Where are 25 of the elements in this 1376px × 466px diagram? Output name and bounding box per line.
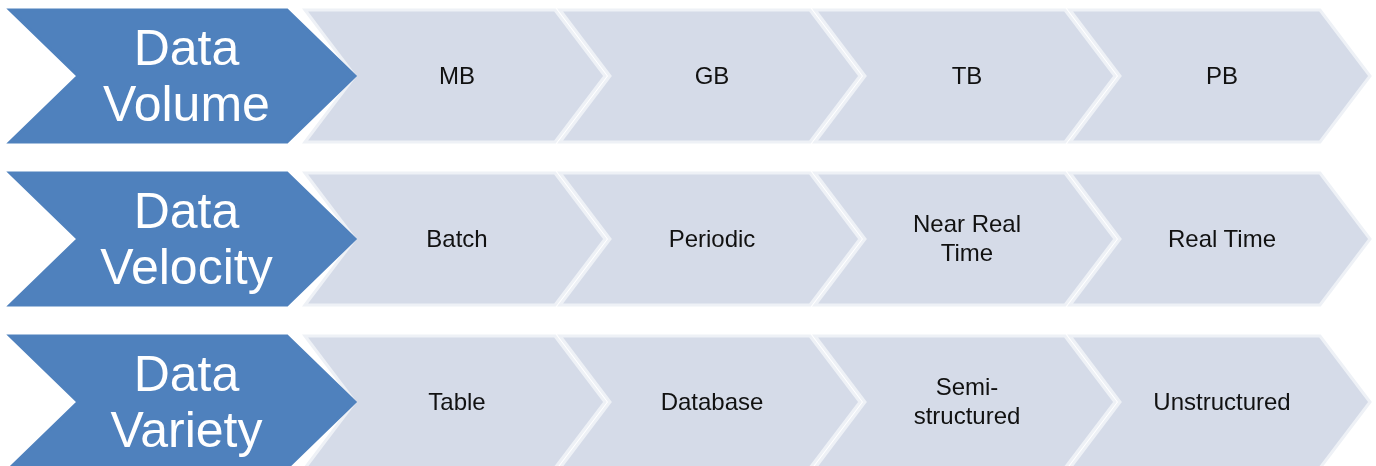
- step-label: GB: [693, 61, 731, 91]
- step-label: Semi-structured: [912, 373, 1022, 431]
- step-label: MB: [438, 61, 476, 91]
- step-panel: [1070, 173, 1370, 305]
- step-panel: [560, 336, 860, 466]
- step-panel: [560, 10, 860, 142]
- step-label: Table: [427, 387, 487, 417]
- step-label: Near Real Time: [911, 210, 1022, 268]
- step-panel: [560, 173, 860, 305]
- step-panel: [815, 10, 1115, 142]
- step-panel: [815, 336, 1115, 466]
- step-panel: [305, 336, 605, 466]
- step-panel: [1070, 336, 1370, 466]
- step-label: PB: [1205, 61, 1239, 91]
- step-label: Periodic: [667, 224, 757, 254]
- step-label: Unstructured: [1152, 387, 1292, 417]
- step-label: Database: [659, 387, 765, 417]
- step-panel: [815, 173, 1115, 305]
- category-label: Data Variety: [109, 346, 264, 458]
- step-panel: [1070, 10, 1370, 142]
- step-panel: [305, 173, 605, 305]
- step-label: Real Time: [1166, 224, 1277, 254]
- step-panel: [305, 10, 605, 142]
- step-label: Batch: [425, 224, 489, 254]
- step-label: TB: [950, 61, 984, 91]
